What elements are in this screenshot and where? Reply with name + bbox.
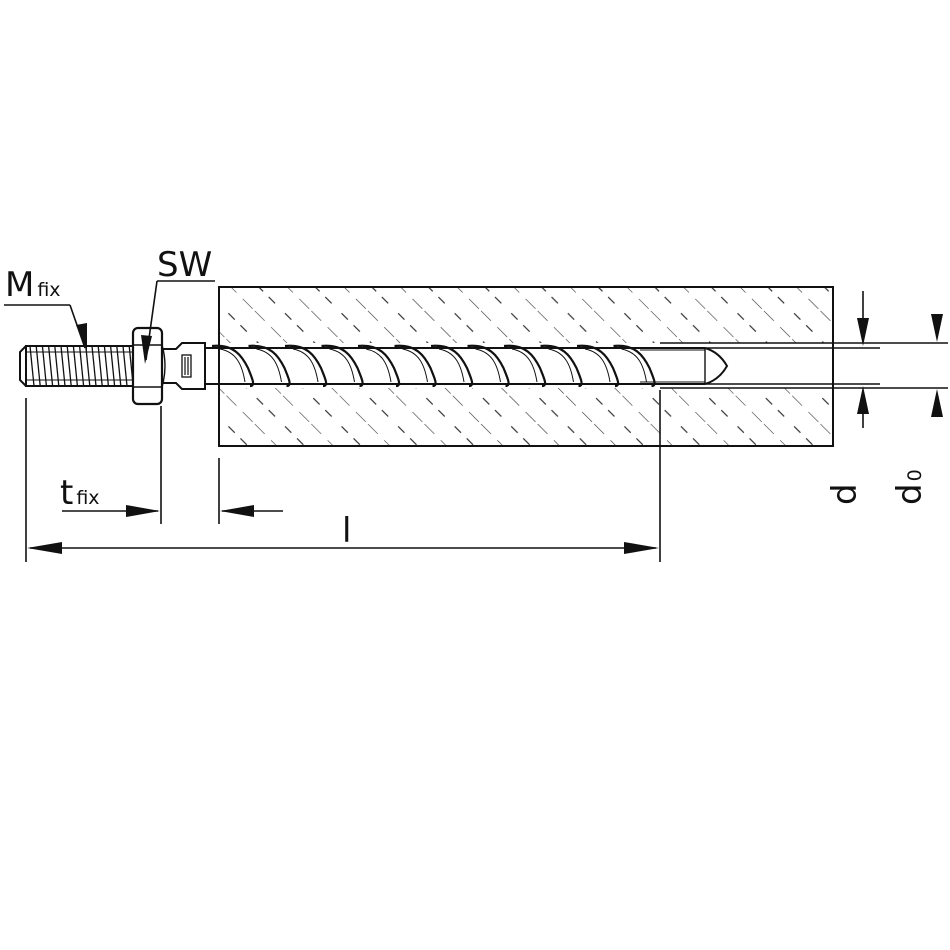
shaft-thread-turn [357,344,401,388]
length-label: l [342,511,351,551]
tfix-dimension [62,505,283,517]
shaft-thread-turn [211,344,255,388]
shaft-thread-edge [475,348,501,383]
shaft-thread-turn [503,344,547,388]
stud-thread-line [116,345,122,387]
shaft-thread-edge [219,348,246,383]
stud-thread-line [103,345,110,387]
shaft-thread-edge [621,348,647,383]
stud-thread-line [97,345,103,387]
shaft-thread-turn [576,344,620,388]
anchor-neck [161,342,206,390]
stud-thread-line [109,345,116,387]
screw-anchor [19,326,729,406]
stud-thread-line [60,345,66,387]
shaft-thread-turn [248,344,291,388]
shaft-thread-edge [256,348,282,383]
shaft-thread-edge [548,348,574,383]
d0-label: d0 [890,469,930,505]
anchor-shaft [204,344,729,388]
shaft-thread-turn [394,344,437,388]
stud-thread-line [66,345,72,387]
d0-dimension [833,314,948,417]
shaft-thread-turn [321,344,364,388]
sw-label: SW [157,245,212,285]
length-dimension [27,542,659,554]
stud-thread-line [85,345,91,387]
stud-thread-line [78,345,85,387]
stud-thread-line [35,345,41,387]
shaft-thread-edge [402,348,428,383]
d-dimension [706,291,880,428]
shaft-thread-turn [613,344,656,388]
shaft-thread-edge [329,348,355,383]
shaft-thread-turn [284,344,328,388]
shaft-thread-turn [430,344,474,388]
stud-thread-line [91,345,97,387]
shaft-thread-turn [540,344,583,388]
threaded-stud [19,345,134,387]
shaft-thread-edge [365,348,392,383]
dimensions [4,280,948,562]
stud-thread-line [72,345,79,387]
stud-thread-line [47,345,54,387]
mfix-leader [4,304,87,352]
stud-thread-line [54,345,60,387]
shaft-thread-turn [467,344,510,388]
stud-thread-line [122,345,128,387]
stud-thread-line [41,345,48,387]
shaft-thread-edge [292,348,319,383]
sw-leader [141,280,215,364]
shaft-thread-edge [511,348,538,383]
shaft-thread-edge [438,348,465,383]
shaft-thread-edge [584,348,611,383]
d-label: d [825,483,865,505]
concrete-base [218,286,834,447]
stud-thread-line [29,345,35,387]
